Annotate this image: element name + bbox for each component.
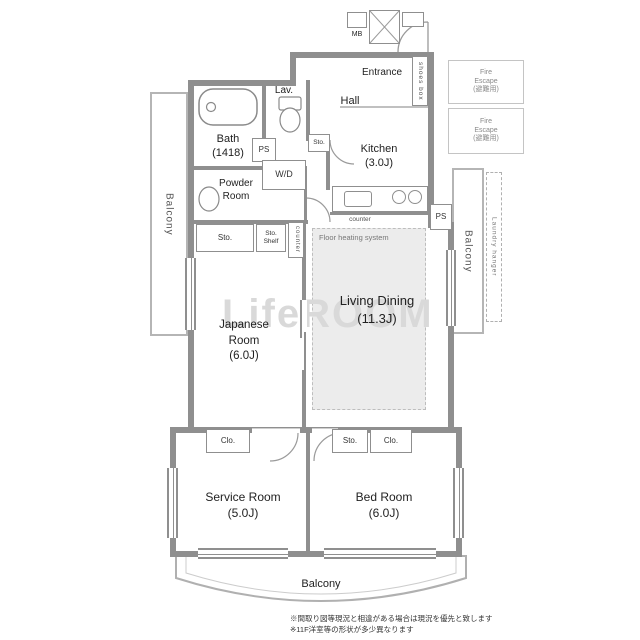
service-room-label: Service Room (5.0J) <box>205 490 281 521</box>
wall <box>304 166 307 224</box>
stove-burner-icon <box>392 190 406 204</box>
counter-kitchen-label: counter <box>349 216 371 223</box>
japanese-room-window <box>185 258 196 330</box>
bedroom-side-window <box>453 468 464 538</box>
wall <box>290 52 434 58</box>
wall <box>306 80 310 138</box>
kitchen-sink-icon <box>344 191 372 207</box>
service-doorway <box>252 428 300 433</box>
ps-box-kitchen: PS <box>430 204 452 230</box>
wall <box>262 80 266 142</box>
wall <box>188 166 266 170</box>
service-room-side-window <box>167 468 178 538</box>
wall <box>306 427 310 557</box>
entrance-step-line <box>340 106 428 108</box>
closet-bedroom-box: Clo. <box>370 429 412 453</box>
fire-escape-upper: Fire Escape (避難用) <box>448 60 524 104</box>
floor-heating-area: Floor heating system <box>312 228 426 410</box>
balcony-right: Balcony <box>452 168 484 334</box>
shoes-box-label: shoes box <box>417 61 425 101</box>
sliding-door-panel <box>300 300 302 338</box>
bed-room-label: Bed Room (6.0J) <box>355 490 413 521</box>
japanese-room-label: Japanese Room (6.0J) <box>219 319 269 363</box>
balcony-left: Balcony <box>150 92 188 336</box>
storage-hall-box: Sto. <box>308 134 330 152</box>
lav-label: Lav. <box>274 85 294 96</box>
mb-label: MB <box>351 31 363 38</box>
wall <box>448 222 454 433</box>
storage-bedroom-box: Sto. <box>332 429 368 453</box>
shoes-box: shoes box <box>412 56 428 106</box>
bedroom-doorway <box>312 428 338 433</box>
stove-burner-icon <box>408 190 422 204</box>
living-door-arc <box>305 197 331 223</box>
pipe-shaft-hatch <box>369 10 400 44</box>
meter-box <box>347 12 367 28</box>
bathtub-drain-icon <box>205 101 217 113</box>
storage-powder-box: Sto. <box>196 224 254 252</box>
entrance-label: Entrance <box>361 67 403 78</box>
meter-box-2 <box>402 12 424 27</box>
wall <box>170 551 462 557</box>
counter-side-box: counter <box>288 222 304 258</box>
bath-label: Bath (1418) <box>212 133 244 160</box>
balcony-bottom-label: Balcony <box>301 578 341 590</box>
wall <box>188 80 296 86</box>
laundry-hanger-rail: Laundry hanger <box>486 172 502 322</box>
counter-side-label: counter <box>293 226 300 254</box>
watermark: LifeROOM <box>222 292 434 336</box>
living-dining-label: Living Dining (11.3J) <box>339 293 415 327</box>
closet-japanese-box: Clo. <box>206 429 250 453</box>
living-window <box>446 250 456 326</box>
kitchen-label: Kitchen (3.0J) <box>360 143 398 170</box>
bedroom-window <box>324 548 436 559</box>
hall-label: Hall <box>340 95 360 107</box>
footnotes: ※間取り図等現況と相違がある場合は現況を優先と致します ※11F洋室等の形状が多… <box>290 614 493 635</box>
wall <box>330 212 428 215</box>
wall <box>188 80 194 432</box>
service-door-arc <box>269 432 299 462</box>
wall <box>188 220 308 224</box>
service-room-window <box>198 548 288 559</box>
floor-heating-label: Floor heating system <box>319 233 389 242</box>
laundry-hanger-label: Laundry hanger <box>490 217 498 277</box>
bathtub-icon <box>198 88 258 126</box>
fire-escape-lower: Fire Escape (避難用) <box>448 108 524 154</box>
balcony-left-label: Balcony <box>163 192 175 236</box>
powder-room-label: Powder Room <box>219 178 253 202</box>
wall <box>290 52 296 86</box>
sliding-door-panel <box>304 332 306 370</box>
toilet-bowl-icon <box>279 107 301 133</box>
storage-shelf-box: Sto. Shelf <box>256 224 286 252</box>
wall <box>170 427 194 433</box>
wall <box>428 52 434 228</box>
balcony-right-label: Balcony <box>462 229 474 273</box>
toilet-tank-icon <box>278 96 302 111</box>
wall <box>326 140 330 190</box>
washer-dryer-box: W/D <box>262 160 306 190</box>
